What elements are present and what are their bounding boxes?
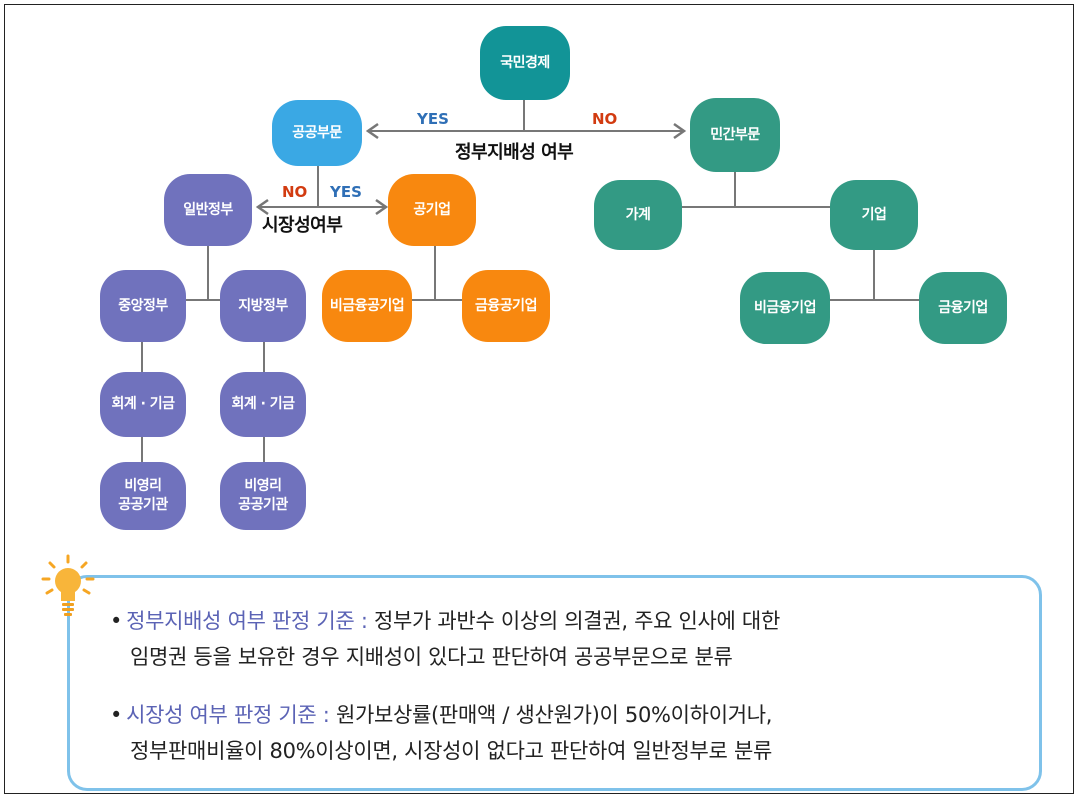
- node-local-accounts-funds: 회계 · 기금: [220, 372, 306, 437]
- node-public-sector: 공공부문: [272, 100, 362, 166]
- criteria-note-box: [67, 575, 1042, 791]
- node-financial-enterprise: 금융기업: [919, 272, 1007, 344]
- node-household: 가계: [594, 180, 682, 250]
- node-private-sector: 민간부문: [690, 98, 780, 172]
- note-1-key: 정부지배성 여부 판정 기준 :: [126, 609, 368, 633]
- bullet-icon: •: [110, 609, 123, 633]
- diagram-frame: [4, 4, 1074, 794]
- node-enterprise: 기업: [830, 180, 918, 250]
- lightbulb-icon: [41, 554, 95, 616]
- note-1-text: 정부가 과반수 이상의 의결권, 주요 인사에 대한: [367, 609, 780, 633]
- node-non-financial-public-enterprise: 비금융공기업: [322, 270, 412, 342]
- node-general-government: 일반정부: [164, 174, 252, 246]
- note-1-line-2: 임명권 등을 보유한 경우 지배성이 있다고 판단하여 공공부문으로 분류: [130, 645, 733, 669]
- node-central-nonprofit-institution: 비영리 공공기관: [100, 462, 186, 530]
- node-financial-public-enterprise: 금융공기업: [462, 270, 550, 342]
- node-local-nonprofit-institution: 비영리 공공기관: [220, 462, 306, 530]
- node-non-financial-enterprise: 비금융기업: [740, 272, 830, 344]
- label-yes-mid: YES: [330, 183, 362, 201]
- node-national-economy: 국민경제: [480, 26, 570, 100]
- note-2-key: 시장성 여부 판정 기준 :: [126, 703, 330, 727]
- node-public-enterprise: 공기업: [388, 174, 476, 246]
- note-2-line-1: •시장성 여부 판정 기준 : 원가보상률(판매액 / 생산원가)이 50%이하…: [110, 700, 772, 730]
- note-2-text: 원가보상률(판매액 / 생산원가)이 50%이하이거나,: [329, 703, 773, 727]
- node-central-accounts-funds: 회계 · 기금: [100, 372, 186, 437]
- note-1-line-1: •정부지배성 여부 판정 기준 : 정부가 과반수 이상의 의결권, 주요 인사…: [110, 606, 780, 636]
- node-central-government: 중앙정부: [100, 270, 186, 342]
- node-local-government: 지방정부: [220, 270, 306, 342]
- note-2-line-2: 정부판매비율이 80%이상이면, 시장성이 없다고 판단하여 일반정부로 분류: [130, 739, 772, 763]
- label-yes-top: YES: [417, 110, 449, 128]
- label-marketability-criterion: 시장성여부: [262, 215, 343, 236]
- label-no-mid: NO: [282, 183, 308, 201]
- label-government-control-criterion: 정부지배성 여부: [455, 142, 574, 163]
- label-no-top: NO: [592, 110, 618, 128]
- bullet-icon: •: [110, 703, 123, 727]
